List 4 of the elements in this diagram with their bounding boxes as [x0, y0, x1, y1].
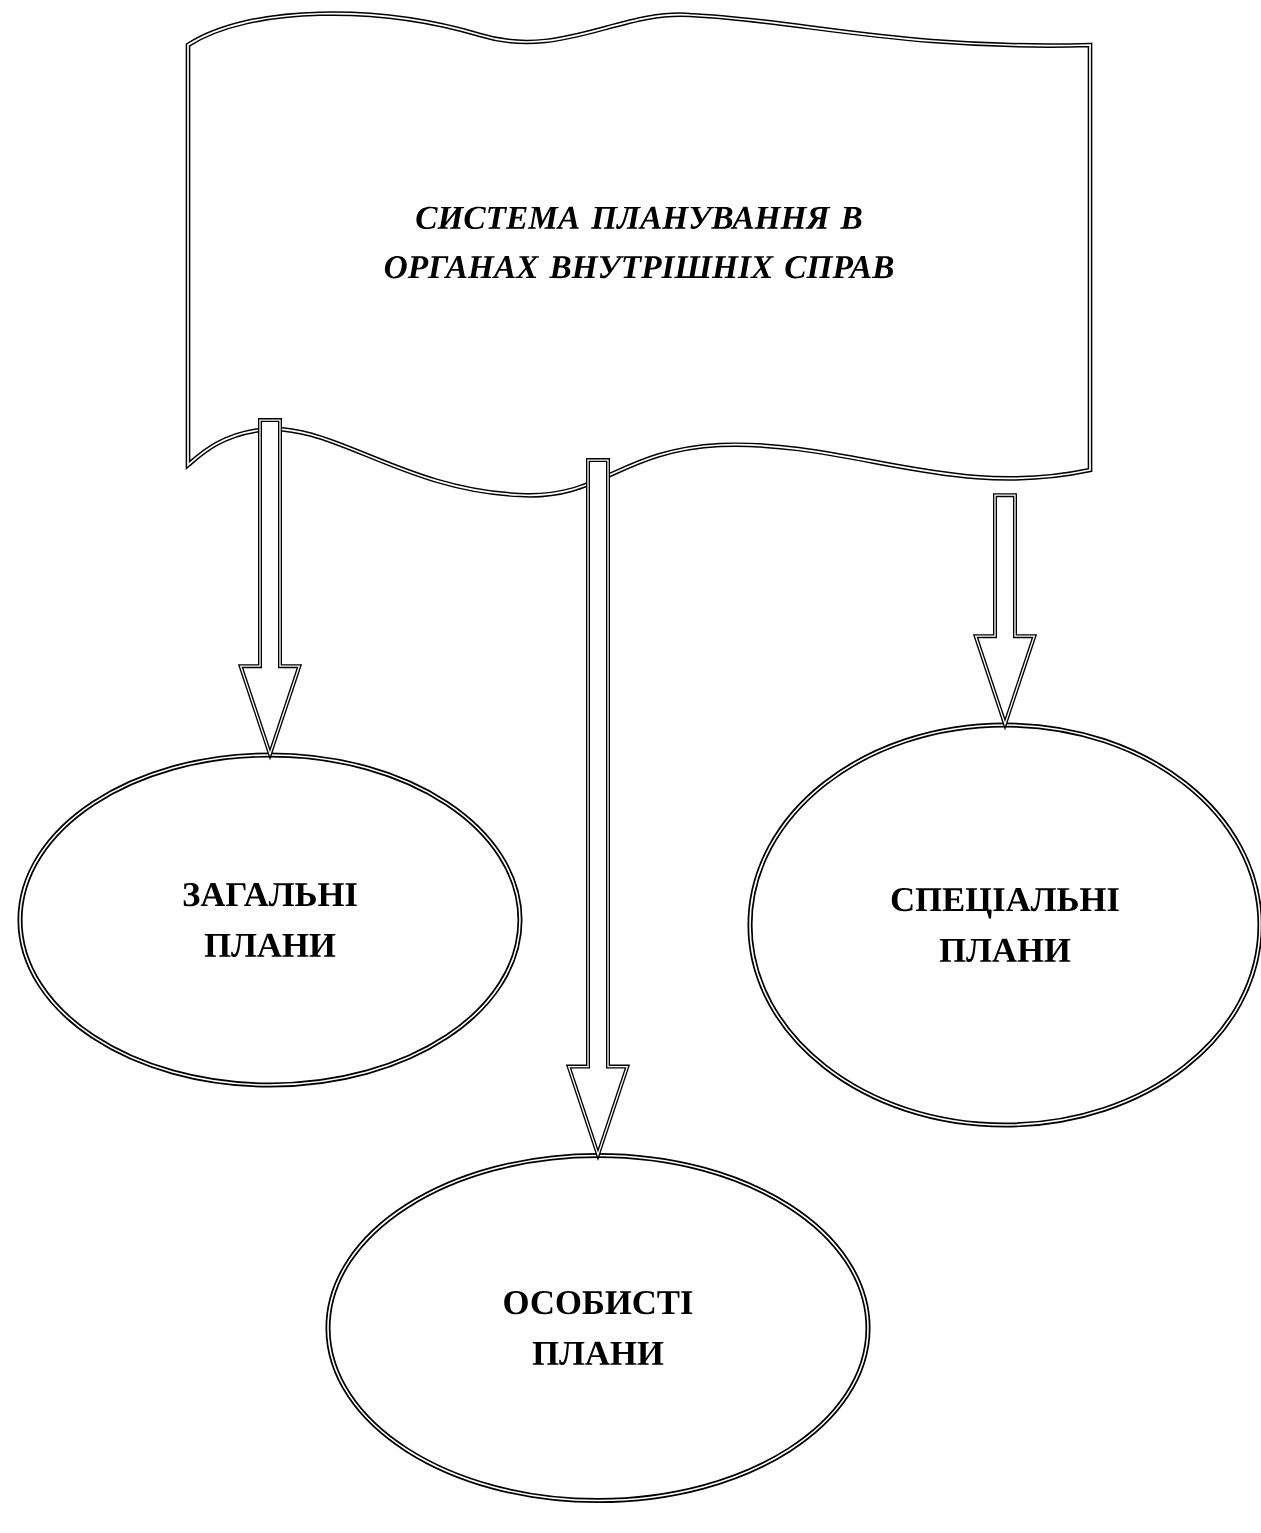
- arrow: [972, 493, 1038, 731]
- arrow: [237, 418, 303, 761]
- banner-title: СИСТЕМА ПЛАНУВАННЯ В ОРГАНАХ ВНУТРІШНІХ СПРАВ: [384, 206, 894, 279]
- arrow: [565, 458, 631, 1161]
